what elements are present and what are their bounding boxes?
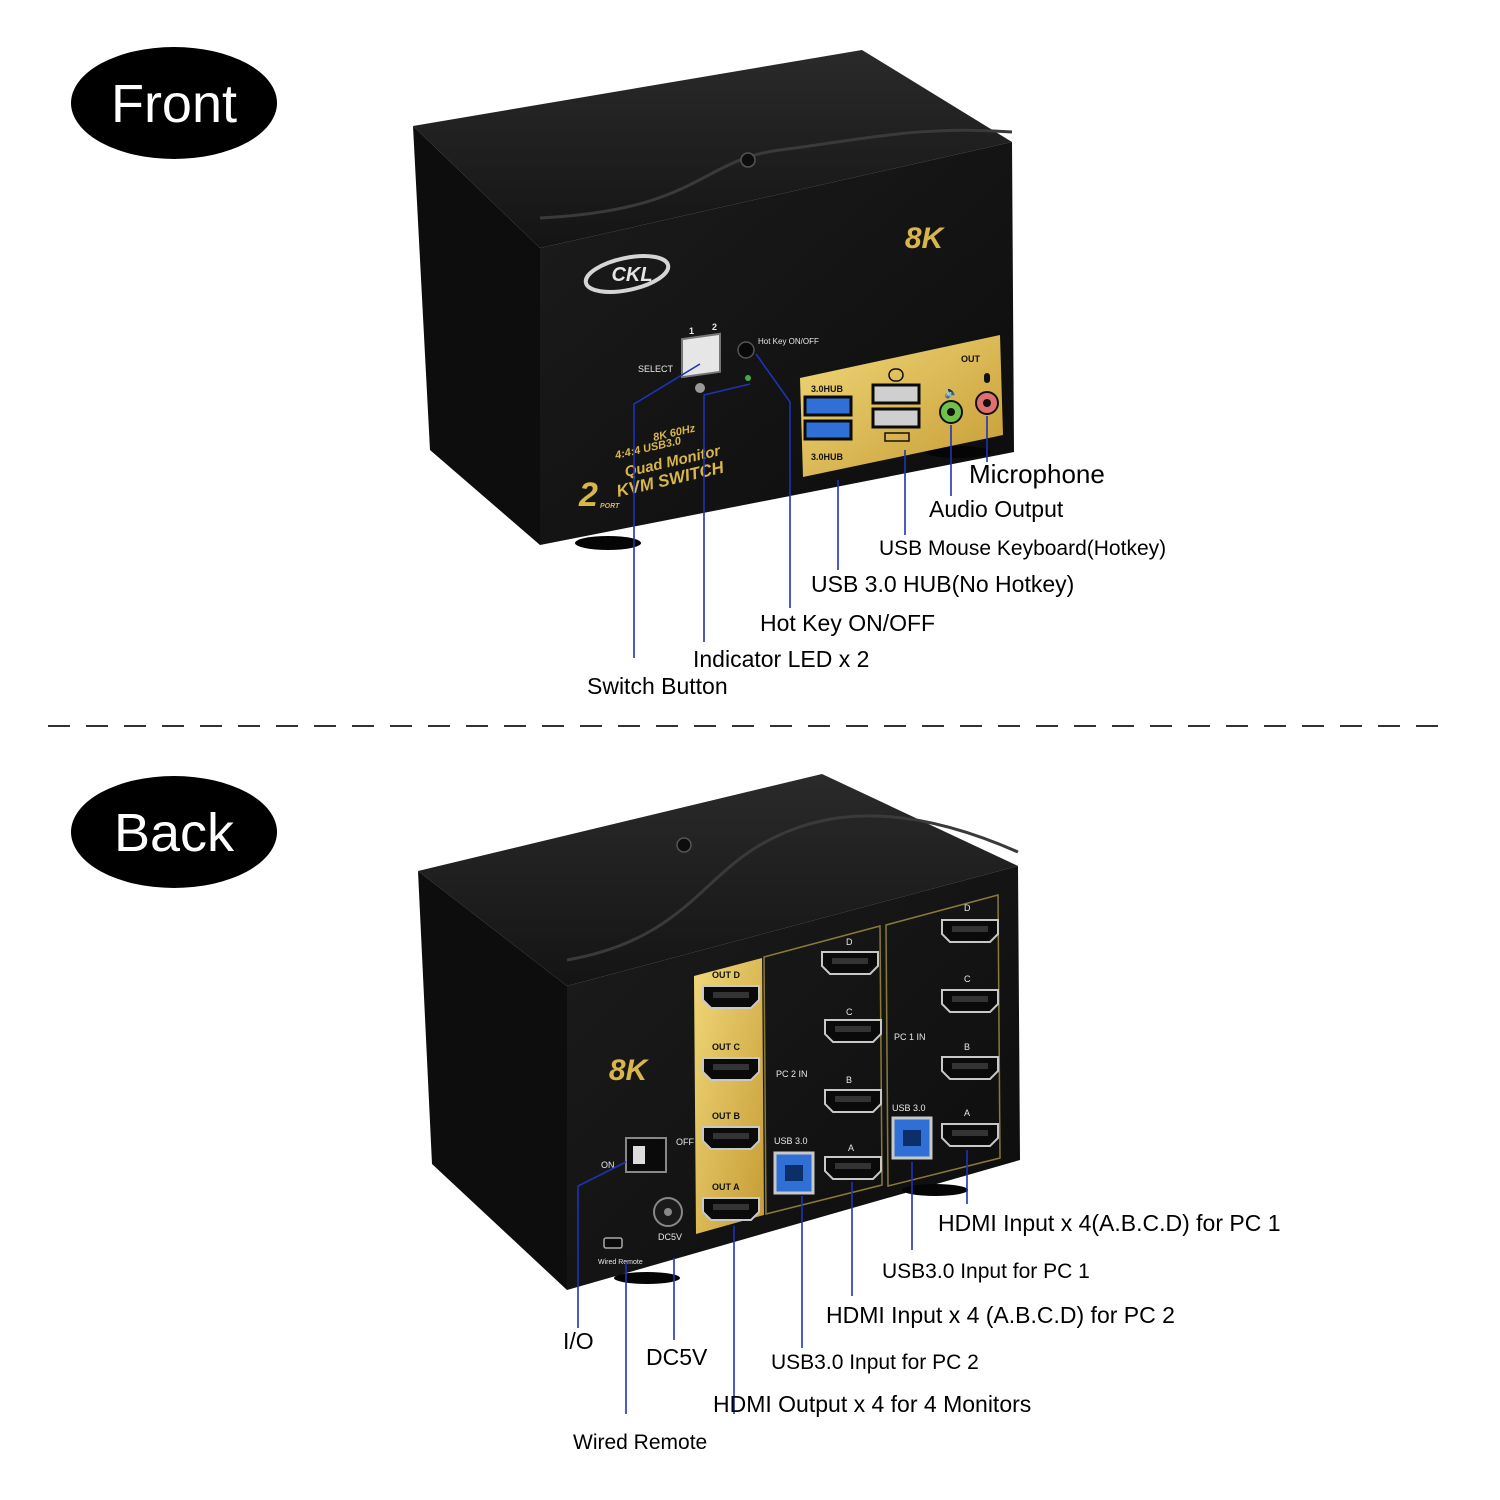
callout-hdmi-output: HDMI Output x 4 for 4 Monitors	[713, 1391, 1031, 1417]
out-a-label: OUT A	[712, 1182, 740, 1192]
hdmi-out-b-port[interactable]	[702, 1126, 760, 1150]
pc1-port-d-label: D	[964, 903, 971, 913]
brand-label: CKL	[611, 264, 652, 286]
usb-mouse-port[interactable]	[871, 383, 921, 405]
off-label: OFF	[676, 1137, 694, 1147]
power-switch[interactable]	[625, 1137, 667, 1173]
callout-hdmi-input-pc1: HDMI Input x 4(A.B.C.D) for PC 1	[938, 1210, 1281, 1236]
pc1-input-group	[885, 894, 1001, 1187]
pc2-hdmi-c-port[interactable]	[824, 1019, 882, 1043]
pc2-label: PC 2 IN	[776, 1069, 808, 1079]
callout-audio-output: Audio Output	[929, 496, 1064, 522]
pc1-usb-label: USB 3.0	[892, 1103, 926, 1113]
pc1-port-a-label: A	[964, 1108, 970, 1118]
usb-keyboard-port[interactable]	[871, 407, 921, 429]
callout-switch-button: Switch Button	[587, 673, 728, 699]
out-b-label: OUT B	[712, 1111, 740, 1121]
out-c-label: OUT C	[712, 1042, 740, 1052]
pc2-usb-label: USB 3.0	[774, 1136, 808, 1146]
front-leaders	[633, 353, 988, 658]
switch-button[interactable]	[681, 332, 721, 379]
back-callouts: HDMI Input x 4(A.B.C.D) for PC 1 USB3.0 …	[563, 1210, 1281, 1454]
callout-microphone: Microphone	[969, 459, 1105, 489]
wired-remote-port[interactable]	[603, 1237, 623, 1249]
pc2-hdmi-b-port[interactable]	[824, 1089, 882, 1113]
usb-hub-port-2[interactable]	[803, 419, 853, 441]
hdmi-out-a-port[interactable]	[702, 1197, 760, 1221]
pc2-hdmi-d-port[interactable]	[821, 951, 879, 975]
hotkey-button[interactable]	[737, 341, 755, 359]
callout-usb-mouse-keyboard: USB Mouse Keyboard(Hotkey)	[879, 537, 1166, 560]
hdmi-output-panel	[694, 958, 764, 1234]
speaker-icon: 🔈	[944, 385, 959, 399]
pc1-hdmi-c-port[interactable]	[941, 989, 999, 1013]
pc1-port-c-label: C	[964, 974, 971, 984]
front-callouts: Microphone Audio Output USB Mouse Keyboa…	[587, 459, 1166, 699]
mic-icon	[984, 373, 990, 383]
hub-label-top: 3.0HUB	[811, 384, 844, 394]
hub-label-bottom: 3.0HUB	[811, 452, 844, 462]
callout-dc5v: DC5V	[646, 1344, 708, 1370]
front-io-panel	[800, 335, 1003, 477]
front-badge: Front	[71, 47, 277, 159]
back-badge: Back	[71, 776, 277, 888]
callout-usb-input-pc2: USB3.0 Input for PC 2	[771, 1351, 979, 1374]
indicator-led-1	[695, 383, 705, 393]
pc1-hdmi-b-port[interactable]	[941, 1056, 999, 1080]
port-word: PORT	[600, 503, 620, 510]
pc2-port-c-label: C	[846, 1007, 853, 1017]
pc2-hdmi-a-port[interactable]	[824, 1156, 882, 1180]
callout-hdmi-input-pc2: HDMI Input x 4 (A.B.C.D) for PC 2	[826, 1302, 1175, 1328]
port-1-label: 1	[689, 326, 694, 336]
callout-hotkey: Hot Key ON/OFF	[760, 610, 935, 636]
indicator-led-2	[745, 375, 751, 381]
out-label: OUT	[961, 354, 981, 364]
brand-logo: CKL	[583, 254, 671, 294]
pc2-port-a-label: A	[848, 1143, 854, 1153]
callout-wired-remote: Wired Remote	[573, 1431, 707, 1454]
back-top-screw-icon	[676, 837, 692, 853]
hdmi-out-c-port[interactable]	[702, 1057, 760, 1081]
back-leaders	[577, 1150, 968, 1414]
callout-io: I/O	[563, 1328, 594, 1354]
keyboard-icon	[884, 432, 910, 442]
pc2-input-group	[763, 925, 883, 1215]
callout-indicator-led: Indicator LED x 2	[693, 646, 869, 672]
back-device: 8K ON OFF DC5V Wired Remote OUT D OUT C …	[418, 774, 1020, 1290]
top-screw-icon	[740, 152, 756, 168]
select-label: SELECT	[638, 364, 674, 374]
port-count: 2	[578, 476, 598, 514]
port-2-label: 2	[712, 322, 717, 332]
pc1-port-b-label: B	[964, 1042, 970, 1052]
back-badge-label: Back	[114, 803, 235, 863]
back-8k-badge: 8K	[609, 1054, 650, 1087]
front-badge-label: Front	[111, 74, 237, 134]
pc1-label: PC 1 IN	[894, 1032, 926, 1042]
on-label: ON	[601, 1160, 615, 1170]
pc1-hdmi-d-port[interactable]	[941, 919, 999, 943]
remote-label: Wired Remote	[598, 1259, 643, 1266]
out-d-label: OUT D	[712, 970, 740, 980]
callout-usb-input-pc1: USB3.0 Input for PC 1	[882, 1260, 1090, 1283]
mouse-icon	[888, 368, 904, 382]
hdmi-out-d-port[interactable]	[702, 985, 760, 1009]
pc2-port-b-label: B	[846, 1075, 852, 1085]
callout-usb-hub: USB 3.0 HUB(No Hotkey)	[811, 571, 1074, 597]
dc-label: DC5V	[658, 1232, 682, 1242]
front-device: CKL 8K 1 2 SELECT Hot Key ON/OFF 8K 60Hz…	[413, 50, 1014, 550]
pc2-port-d-label: D	[846, 937, 853, 947]
usb-hub-port-1[interactable]	[803, 395, 853, 417]
hotkey-panel-label: Hot Key ON/OFF	[758, 337, 819, 346]
front-8k-badge: 8K	[905, 222, 946, 255]
pc1-hdmi-a-port[interactable]	[941, 1123, 999, 1147]
